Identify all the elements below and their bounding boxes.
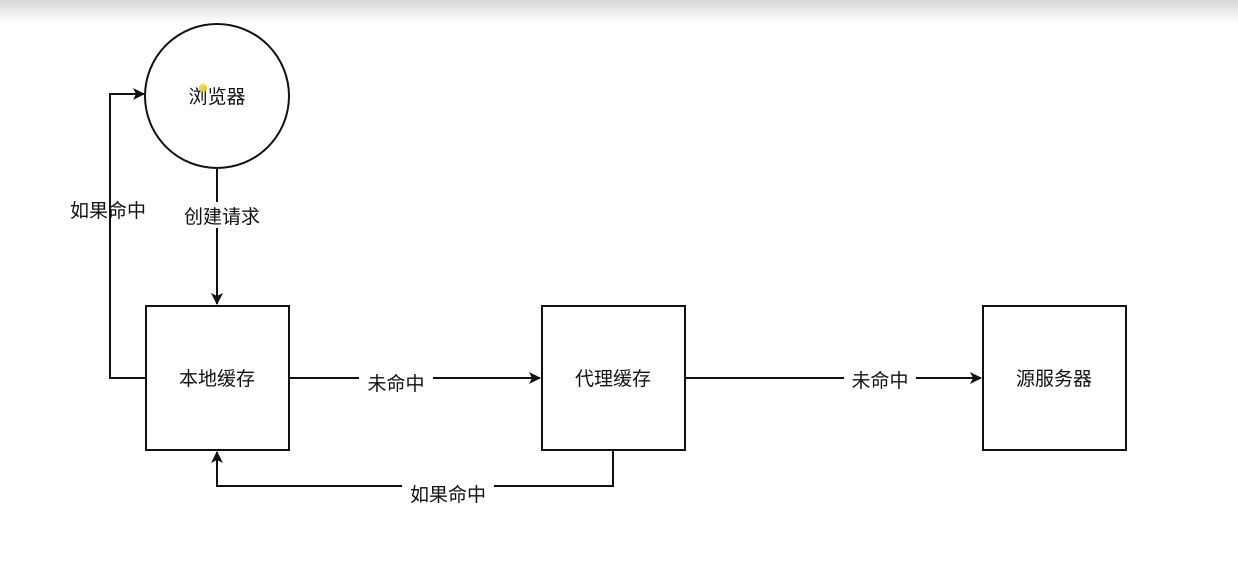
edge-label-bg bbox=[402, 480, 494, 506]
edge-label-bg bbox=[178, 202, 268, 228]
node-local-cache-label: 本地缓存 bbox=[179, 368, 255, 390]
edge-label-proxy-miss: 未命中 bbox=[851, 370, 908, 392]
edge-label-local-miss: 未命中 bbox=[367, 373, 424, 395]
node-proxy-cache-label: 代理缓存 bbox=[575, 368, 651, 390]
node-browser-label: 浏览器 bbox=[188, 86, 245, 108]
cursor-highlight-icon bbox=[199, 84, 207, 92]
node-local-cache[interactable] bbox=[145, 305, 290, 451]
edge-label-create-request: 创建请求 bbox=[184, 206, 260, 228]
node-proxy-cache[interactable] bbox=[541, 305, 686, 451]
edge-label-bg bbox=[844, 367, 916, 391]
edge-label-local-hit: 如果命中 bbox=[70, 200, 146, 222]
node-origin-server[interactable] bbox=[982, 305, 1127, 451]
node-browser[interactable] bbox=[144, 23, 290, 169]
window-top-bar bbox=[0, 0, 1238, 24]
node-origin-server-label: 源服务器 bbox=[1016, 368, 1092, 390]
edge-local-hit bbox=[109, 88, 146, 379]
edge-label-proxy-hit: 如果命中 bbox=[410, 484, 486, 506]
edge-label-bg bbox=[359, 369, 433, 395]
